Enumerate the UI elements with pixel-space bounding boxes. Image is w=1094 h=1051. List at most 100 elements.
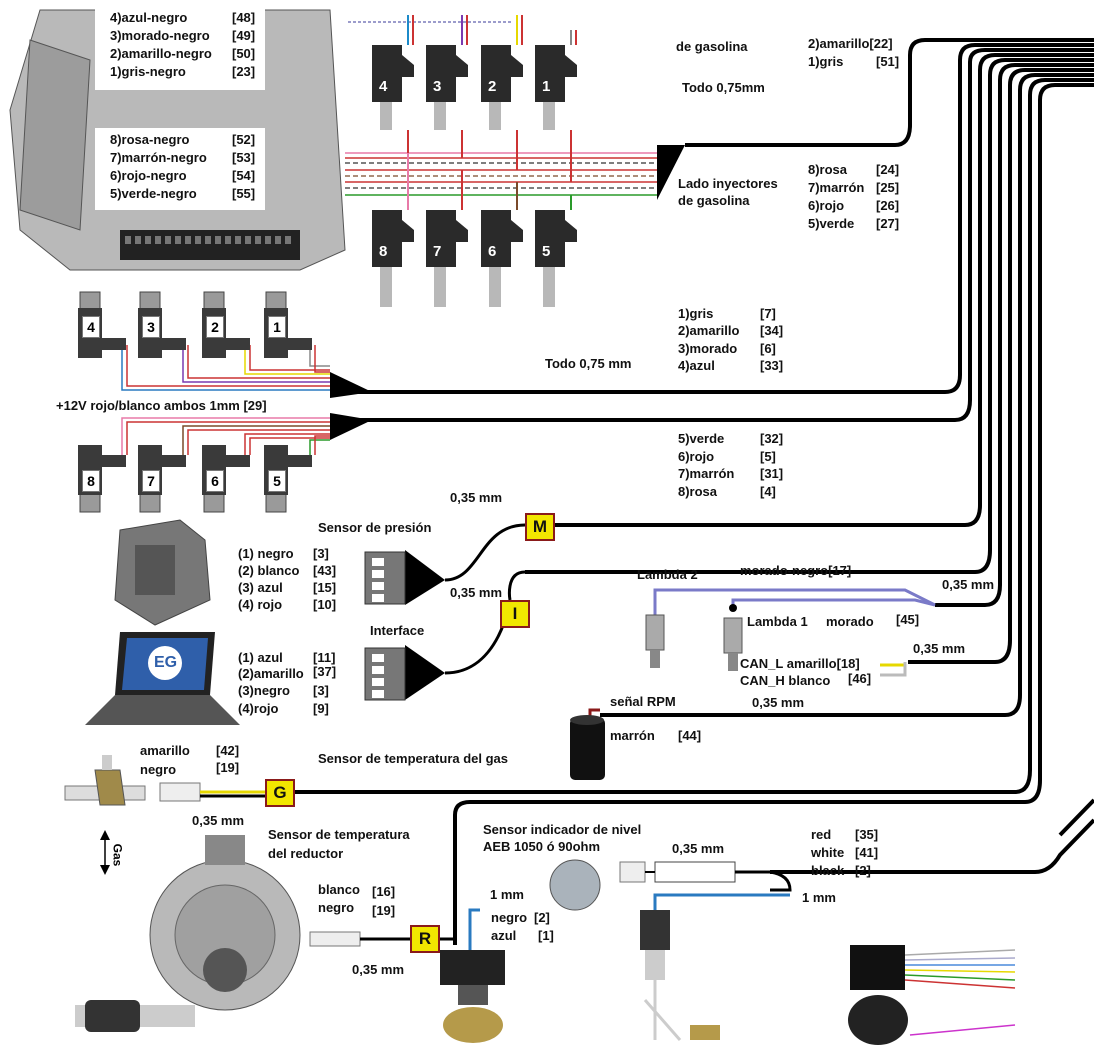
can-gauge: 0,35 mm <box>913 641 966 656</box>
ecu-code-48: [48] <box>232 10 256 25</box>
reducer-temp-code-1: [16] <box>372 884 396 899</box>
connector-r: R <box>410 925 440 953</box>
pressure-pin-3: (3) azul <box>238 580 283 595</box>
interface-title: Interface <box>370 623 425 638</box>
gas-injector-number: 8 <box>82 470 100 492</box>
gas-wire-33: 4)azul <box>678 358 715 373</box>
level-code-white: [41] <box>855 845 879 860</box>
pressure-gauge-mid: 0,35 mm <box>450 585 503 600</box>
reducer-temp-gauge: 0,35 mm <box>352 962 405 977</box>
sensor-wiring <box>405 523 526 700</box>
can-high-code: [46] <box>848 671 872 686</box>
pressure-code-4: [10] <box>313 597 337 612</box>
gas-code-7: [7] <box>760 306 776 321</box>
interface-logo: EG <box>154 654 178 671</box>
can-low-label: CAN_L amarillo[18] <box>740 656 860 671</box>
valve-wire-1: negro <box>491 910 528 925</box>
plug-connectors <box>364 551 406 701</box>
ecu-wire-54: 6)rojo-negro <box>110 168 187 183</box>
ecu-code-49: [49] <box>232 28 256 43</box>
interface-code-1: [11] <box>313 650 336 665</box>
gas-todo-gauge: Todo 0,75 mm <box>545 356 632 371</box>
petrol-injector-number: 3 <box>433 78 442 95</box>
gas-temp-wire-2: negro <box>140 762 177 777</box>
gas-wire-31: 7)marrón <box>678 466 735 481</box>
pressure-gauge-top: 0,35 mm <box>450 490 503 505</box>
interface-code-4: [9] <box>313 701 329 716</box>
can-high-label: CAN_H blanco <box>740 673 831 688</box>
ecu-code-23: [23] <box>232 64 256 79</box>
valve-gauge: 1 mm <box>490 887 524 902</box>
interface-pin-4: (4)rojo <box>238 701 279 716</box>
petrol-top-wires <box>348 15 577 45</box>
gas-code-5: [5] <box>760 449 776 464</box>
ecu-code-55: [55] <box>232 186 256 201</box>
ignition-coil <box>570 708 605 780</box>
lambda1-wire: morado <box>826 614 874 629</box>
level-wire-black: black <box>811 863 845 878</box>
gas-wire-32: 5)verde <box>678 431 725 446</box>
gas-flow-label: Gas <box>110 843 125 867</box>
petrol-injector-number: 5 <box>542 243 551 260</box>
reducer-temp-wire-1: blanco <box>318 882 360 897</box>
lambda1-label: Lambda 1 <box>747 614 808 629</box>
gas-injector-number: 6 <box>206 470 224 492</box>
level-valve-gauge: 1 mm <box>802 890 836 905</box>
gas-code-33: [33] <box>760 358 784 373</box>
eg-module-graphic <box>848 945 1016 1045</box>
lambda-gauge: 0,35 mm <box>942 577 995 592</box>
petrol-side-label-2: de gasolina <box>678 193 750 208</box>
interface-pin-3: (3)negro <box>238 683 290 698</box>
interface-pin-1: (1) azul <box>238 650 283 665</box>
gas-injector-number: 4 <box>82 316 100 338</box>
rpm-title: señal RPM <box>610 694 676 709</box>
petrol-side-wire-51: 1)gris <box>808 54 844 69</box>
ecu-wire-48: 4)azul-negro <box>110 10 188 25</box>
gas-wire-6: 3)morado <box>678 341 738 356</box>
level-code-black: [2] <box>855 863 871 878</box>
reducer-temp-code-2: [19] <box>372 903 396 918</box>
gas-temp-code-1: [42] <box>216 743 240 758</box>
valve-code-2: [1] <box>538 928 554 943</box>
petrol-code-24: [24] <box>876 162 900 177</box>
petrol-wire-27: 5)verde <box>808 216 855 231</box>
ecu-wire-55: 5)verde-negro <box>110 186 197 201</box>
level-wire-white: white <box>811 845 845 860</box>
pressure-pin-1: (1) negro <box>238 546 294 561</box>
ecu-bottom-label-panel: 8)rosa-negro [52] 7)marrón-negro [53] 6)… <box>106 130 264 208</box>
reducer-graphic <box>75 835 455 1032</box>
interface-pin-2: (2)amarillo <box>238 666 304 681</box>
petrol-injector-number: 6 <box>488 243 497 260</box>
connector-g: G <box>265 779 295 807</box>
petrol-todo-gauge: Todo 0,75mm <box>682 80 765 95</box>
reducer-temp-title-1: Sensor de temperatura <box>268 827 410 842</box>
level-gauge: 0,35 mm <box>672 841 725 856</box>
reducer-temp-title-2: del reductor <box>268 846 344 861</box>
level-wire-red: red <box>811 827 832 842</box>
connector-i: I <box>500 600 530 628</box>
interface-code-2: [37] <box>313 664 337 679</box>
gas-wire-34: 2)amarillo <box>678 323 740 338</box>
gas-code-34: [34] <box>760 323 784 338</box>
gas-code-6: [6] <box>760 341 776 356</box>
valve-code-1: [2] <box>534 910 550 925</box>
gas-injector-number: 5 <box>268 470 286 492</box>
interface-code-3: [3] <box>313 683 329 698</box>
gas-wire-7: 1)gris <box>678 306 714 321</box>
petrol-side-code-51: [51] <box>876 54 900 69</box>
petrol-injector-number: 8 <box>379 243 388 260</box>
ecu-wire-49: 3)morado-negro <box>110 28 210 43</box>
ecu-wire-50: 2)amarillo-negro <box>110 46 212 61</box>
ecu-code-50: [50] <box>232 46 256 61</box>
rpm-wire: marrón <box>610 728 655 743</box>
petrol-mid-wires <box>345 130 685 210</box>
lambda1-code: [45] <box>896 612 920 627</box>
gas-temp-sensor-graphic <box>64 755 265 875</box>
ecu-wire-23: 1)gris-negro <box>110 64 186 79</box>
gas-temp-gauge: 0,35 mm <box>192 813 245 828</box>
level-sensor-graphic <box>549 859 792 1041</box>
ecu-code-53: [53] <box>232 150 256 165</box>
main-harness <box>295 38 1094 945</box>
gas-code-31: [31] <box>760 466 784 481</box>
pressure-pin-4: (4) rojo <box>238 597 283 612</box>
